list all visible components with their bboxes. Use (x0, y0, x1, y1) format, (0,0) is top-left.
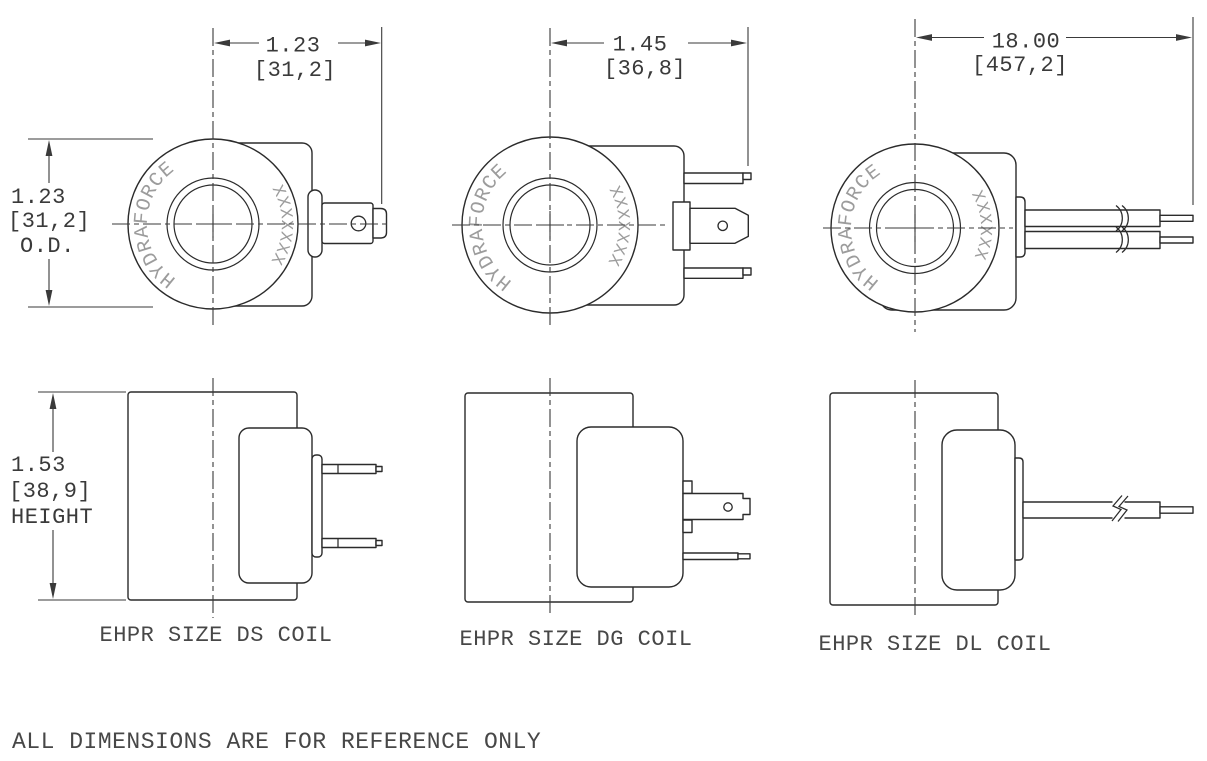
dg-side-spade-terminal (682, 492, 751, 521)
dl-bare-wire-end (1159, 214, 1194, 223)
ds-front-view: HYDRAFORCE XXXXXXX (112, 28, 390, 325)
dimension-arrow (45, 290, 53, 306)
dl-center-cross (901, 214, 929, 242)
dl-view-label: EHPR SIZE DL COIL (819, 632, 1052, 657)
dl-side-bare-wire-end (1159, 506, 1194, 514)
wire-break-icon (1117, 495, 1129, 522)
dimension-arrow (45, 140, 53, 156)
ds-view: HYDRAFORCE XXXXXXX 1.23 [31,2] 1.23 (8, 27, 390, 648)
dg-side-bottom-pin (682, 552, 751, 561)
dl-bare-wire-end (1159, 236, 1194, 244)
dimension-arrow (214, 39, 230, 47)
ds-side-connector (238, 427, 313, 584)
dg-bottom-pin (683, 267, 752, 280)
ds-plug-tip (372, 207, 388, 239)
dl-length-value-in: 18.00 (992, 30, 1061, 55)
dl-top-lead-wire (1024, 205, 1194, 232)
dg-side-view (464, 378, 751, 616)
dl-side-view (829, 380, 1194, 618)
ds-side-boss (311, 454, 323, 558)
dl-side-connector (941, 429, 1016, 591)
dg-width-dimension: 1.45 [36,8] (551, 27, 749, 166)
dl-bottom-lead-wire (1024, 226, 1194, 253)
ds-height-value-in: 1.53 (11, 453, 66, 478)
dl-side-lead-wire (1022, 495, 1194, 522)
dg-width-value-in: 1.45 (613, 33, 668, 58)
ds-side-top-pin (321, 463, 383, 475)
ds-view-label: EHPR SIZE DS COIL (100, 623, 333, 648)
ds-side-bottom-pin (321, 537, 383, 549)
dimension-arrow (916, 34, 932, 41)
dimension-arrow (731, 39, 747, 47)
ds-height-suffix: HEIGHT (11, 505, 93, 530)
dg-side-terminal-hole (723, 502, 733, 512)
dg-spade-base (672, 201, 691, 251)
dimension-arrow (49, 393, 57, 409)
ds-height-dimension: 1.53 [38,9] HEIGHT (9, 391, 126, 601)
dg-front-view: HYDRAFORCE XXXXXXX (452, 28, 752, 328)
dimension-arrow (49, 583, 57, 599)
dl-length-value-mm: [457,2] (972, 53, 1068, 78)
dimension-arrow (551, 39, 567, 47)
dg-view-label: EHPR SIZE DG COIL (460, 627, 693, 652)
wire-break-icon (1111, 495, 1123, 522)
ds-od-value-in: 1.23 (11, 185, 66, 210)
ds-width-value-mm: [31,2] (254, 58, 336, 83)
wire-break-icon (1115, 226, 1123, 253)
dimension-arrow (365, 39, 381, 47)
reference-note: ALL DIMENSIONS ARE FOR REFERENCE ONLY (12, 729, 541, 755)
dg-side-connector (576, 426, 684, 588)
ds-width-value-in: 1.23 (266, 34, 321, 59)
dl-lead-length-dimension: 18.00 [457,2] (916, 17, 1194, 205)
dg-view: HYDRAFORCE XXXXXXX 1.45 [36,8] (452, 27, 752, 652)
dg-width-value-mm: [36,8] (604, 57, 686, 82)
dg-terminal-hole (717, 220, 729, 232)
dg-center-cross (536, 211, 564, 239)
dg-side-spade-step (682, 519, 693, 534)
dg-top-pin (683, 172, 752, 185)
ds-od-value-mm: [31,2] (8, 209, 90, 234)
ds-od-dimension: 1.23 [31,2] O.D. (8, 138, 153, 308)
dl-side-boss (1014, 457, 1024, 561)
dimension-arrow (1176, 34, 1192, 41)
ds-height-value-mm: [38,9] (9, 479, 91, 504)
dg-side-spade-step (682, 480, 693, 495)
wire-break-icon (1121, 226, 1129, 253)
ds-od-suffix: O.D. (20, 234, 75, 259)
dl-wire-boss (1015, 196, 1026, 258)
ds-side-view (127, 378, 383, 618)
ds-width-dimension: 1.23 [31,2] (214, 27, 383, 204)
ds-center-cross (199, 210, 227, 238)
